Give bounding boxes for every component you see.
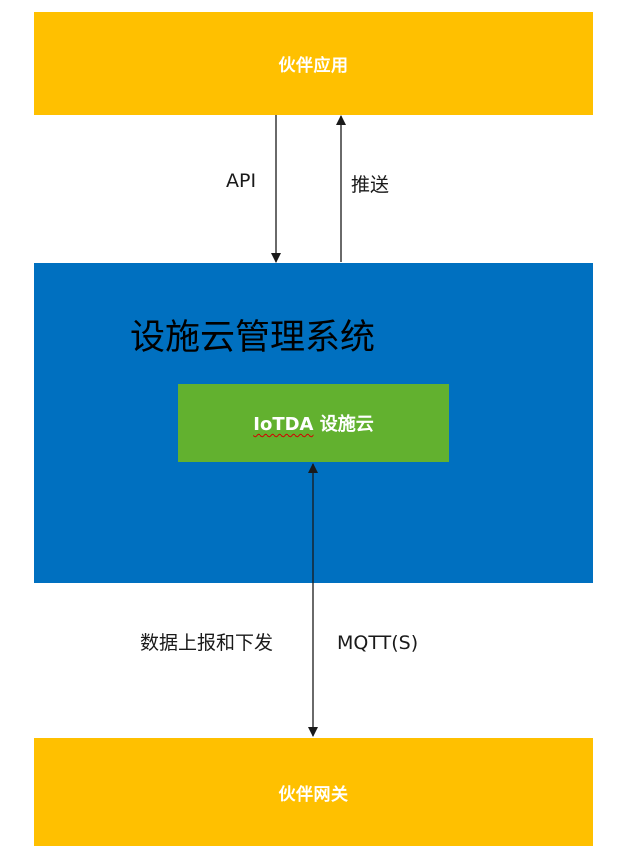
iotda-box: IoTDA 设施云	[178, 384, 449, 462]
partner-gateway-label: 伙伴网关	[278, 784, 349, 805]
iotda-label: IoTDA 设施云	[253, 410, 374, 436]
partner-app-label: 伙伴应用	[278, 56, 349, 76]
mqtt-edge-label: MQTT(S)	[337, 632, 419, 654]
partner-app-box: 伙伴应用	[34, 12, 593, 115]
management-system-title: 设施云管理系统	[130, 318, 376, 358]
push-edge-label: 推送	[351, 174, 390, 196]
iotda-label-prefix: IoTDA	[253, 414, 314, 435]
management-system-box: 设施云管理系统 IoTDA 设施云	[34, 263, 593, 583]
iotda-label-suffix: 设施云	[313, 414, 374, 435]
data-edge-label: 数据上报和下发	[140, 632, 274, 654]
api-edge-label: API	[226, 170, 257, 192]
partner-gateway-box: 伙伴网关	[34, 738, 593, 846]
